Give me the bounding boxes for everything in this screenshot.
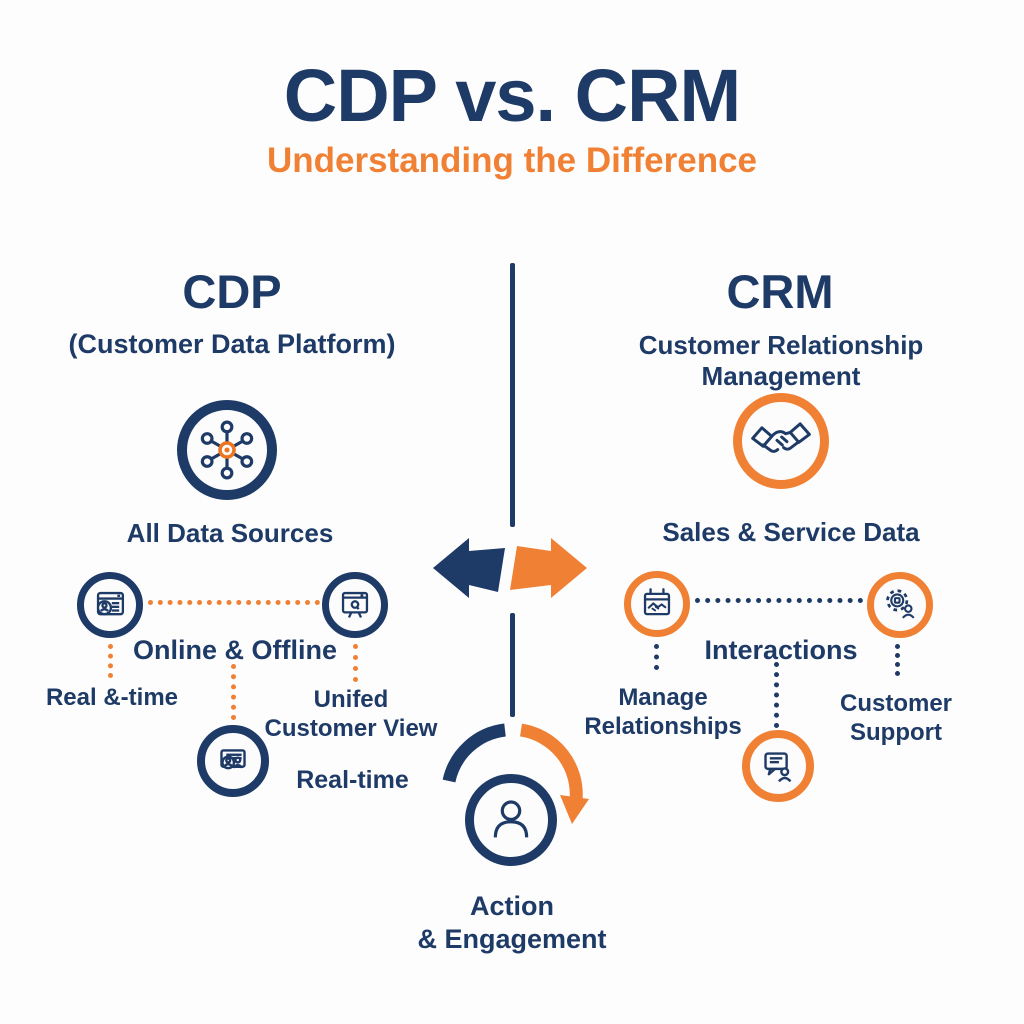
divider-line-upper [510, 263, 515, 527]
crm-gear-circle [867, 572, 933, 638]
crm-dotted-connector-horizontal [695, 598, 863, 603]
network-hub-icon [195, 418, 259, 482]
crm-heading: CRM [726, 265, 834, 318]
cdp-dotted-connector-left [108, 644, 113, 678]
cdp-unified-view-label: Unifed Customer View [264, 686, 438, 742]
cdp-dotted-connector-middle [231, 664, 236, 720]
cdp-real-time-left-label: Real &-time [45, 684, 179, 711]
browser-user-icon [87, 582, 133, 628]
chat-user-icon [754, 742, 802, 790]
cdp-main-label: All Data Sources [126, 518, 334, 548]
cdp-unified-circle [197, 725, 269, 797]
cdp-dotted-connector-right [353, 644, 358, 682]
action-label-line1: Action [470, 891, 554, 921]
handshake-icon [748, 408, 814, 474]
cdp-offline-circle [322, 572, 388, 638]
calendar-handshake-icon [634, 581, 680, 627]
crm-main-label: Sales & Service Data [662, 517, 920, 547]
cdp-heading: CDP [182, 265, 282, 318]
action-label-line2: & Engagement [417, 924, 607, 954]
subtitle: Understanding the Difference [266, 141, 758, 180]
crm-row-label: Interactions [704, 635, 858, 665]
gear-user-icon [877, 582, 923, 628]
presentation-board-icon [332, 582, 378, 628]
cdp-real-time-right-label: Real-time [296, 766, 409, 794]
crm-support-label: Customer Support [839, 690, 953, 746]
cdp-row-label: Online & Offline [132, 635, 337, 665]
crm-main-circle [733, 393, 829, 489]
crm-dotted-connector-middle [774, 662, 779, 728]
cdp-dotted-connector-horizontal [148, 600, 320, 605]
customer-card-icon [209, 737, 257, 785]
left-right-arrows-icon [425, 532, 595, 608]
crm-manage-label: Manage Relationships [584, 684, 742, 740]
crm-dotted-connector-left [654, 644, 659, 670]
crm-dotted-connector-right [895, 644, 900, 676]
action-circle [465, 774, 557, 866]
crm-support-circle [742, 730, 814, 802]
cdp-online-circle [77, 572, 143, 638]
main-title: CDP vs. CRM [283, 54, 741, 137]
cdp-subheading: (Customer Data Platform) [68, 329, 396, 359]
crm-subheading: Customer Relationship Management [638, 330, 924, 392]
user-icon [482, 791, 540, 849]
cdp-main-circle [177, 400, 277, 500]
crm-calendar-circle [624, 571, 690, 637]
divider-line-lower [510, 613, 515, 717]
